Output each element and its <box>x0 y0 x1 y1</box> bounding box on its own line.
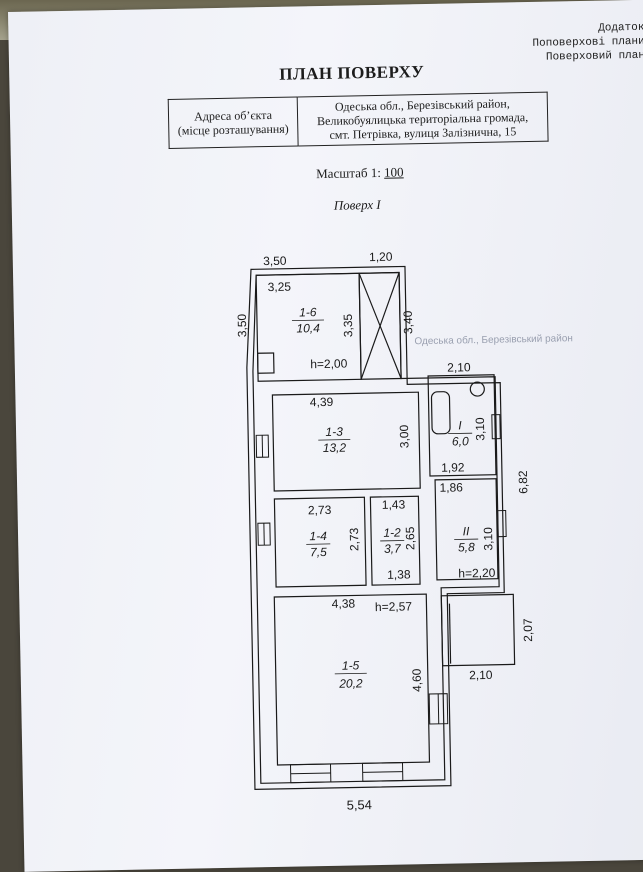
room-II-area: 5,8 <box>458 540 475 554</box>
dim-room12-bottom: 1,38 <box>387 567 411 581</box>
dim-room15-width: 4,38 <box>332 596 356 610</box>
dim-porch2-width: 2,10 <box>469 668 493 682</box>
porch-bottom-outline <box>441 594 514 665</box>
bathtub-icon <box>431 392 450 434</box>
dim-porch-height: 3,40 <box>401 310 415 334</box>
room-1-6-area: 10,4 <box>296 321 320 335</box>
dim-top-right-outer: 1,20 <box>369 250 393 264</box>
dim-roomII-height: 3,10 <box>481 527 495 551</box>
document-sheet: Додаток Поповерхові плани Поверховий пла… <box>8 0 643 872</box>
room-II-id: II <box>463 524 471 538</box>
dim-wc-top: 2,10 <box>447 360 471 374</box>
toilet-icon <box>470 382 484 396</box>
floor-plan: 1-6 10,4 1-3 13,2 1-4 7,5 1-2 3,7 1-5 20… <box>8 0 643 872</box>
room-1-3-area: 13,2 <box>323 441 347 455</box>
height-3: h=2,57 <box>375 599 413 614</box>
dim-room13-height: 3,00 <box>397 424 411 448</box>
room-1-2-id: 1-2 <box>383 526 401 540</box>
dim-room15-height: 4,60 <box>410 668 424 692</box>
dim-roomII-top: 1,86 <box>439 480 463 494</box>
dim-roomI-bottom: 1,92 <box>441 460 465 474</box>
room-I-id: I <box>458 418 462 432</box>
room-1-5-area: 20,2 <box>338 676 363 690</box>
dim-room14-width: 2,73 <box>308 503 332 517</box>
room-1-6-id: 1-6 <box>299 305 317 319</box>
dim-room12-height: 2,65 <box>403 526 417 550</box>
stove-icon <box>258 353 274 373</box>
dim-room16-height: 3,35 <box>341 313 355 337</box>
room-1-5-id: 1-5 <box>342 658 360 672</box>
dim-porch2-height: 2,07 <box>521 618 535 642</box>
dim-bottom-total: 5,54 <box>346 797 372 812</box>
height-2: h=2,20 <box>458 566 496 581</box>
dim-room16-width: 3,25 <box>268 280 292 294</box>
dim-room13-width: 4,39 <box>310 395 334 409</box>
dim-left-outer: 3,50 <box>235 313 249 337</box>
room-1-2-area: 3,7 <box>384 542 402 556</box>
dim-roomI-height: 3,10 <box>473 417 487 441</box>
dim-top-left-outer: 3,50 <box>263 254 287 268</box>
dim-right-total: 6,82 <box>516 470 530 494</box>
dim-room12-width: 1,43 <box>382 497 406 511</box>
room-I-area: 6,0 <box>452 434 469 448</box>
height-1: h=2,00 <box>310 357 348 372</box>
faint-background-text: Одеська обл., Березівський район <box>414 332 573 347</box>
room-1-3-id: 1-3 <box>325 425 343 439</box>
room-1-4-id: 1-4 <box>309 529 327 543</box>
dim-room14-height: 2,73 <box>347 527 361 551</box>
room-1-4-area: 7,5 <box>310 545 327 559</box>
